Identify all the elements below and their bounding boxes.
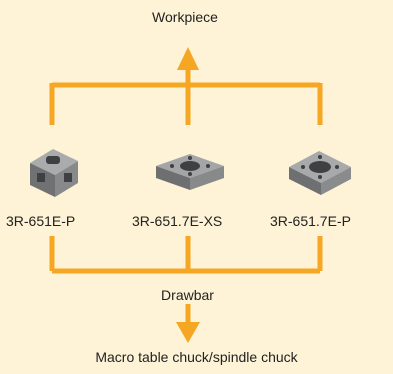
up-arrow-icon: [177, 47, 199, 70]
square-pallet-icon: [289, 151, 351, 195]
top-connector: [49, 70, 323, 125]
bottom-connector: [49, 236, 323, 322]
pallet-cube-icon: [30, 149, 78, 197]
part-label-3r-651-7e-xs: 3R-651.7E-XS: [132, 213, 223, 229]
chuck-label: Macro table chuck/spindle chuck: [95, 349, 298, 365]
flat-pallet-icon: [156, 154, 224, 190]
part-label-3r-651e-p: 3R-651E-P: [6, 213, 76, 229]
workpiece-label: Workpiece: [152, 9, 218, 25]
down-arrow-icon: [176, 322, 200, 343]
part-label-3r-651-7e-p: 3R-651.7E-P: [270, 213, 351, 229]
drawbar-label: Drawbar: [161, 287, 214, 303]
